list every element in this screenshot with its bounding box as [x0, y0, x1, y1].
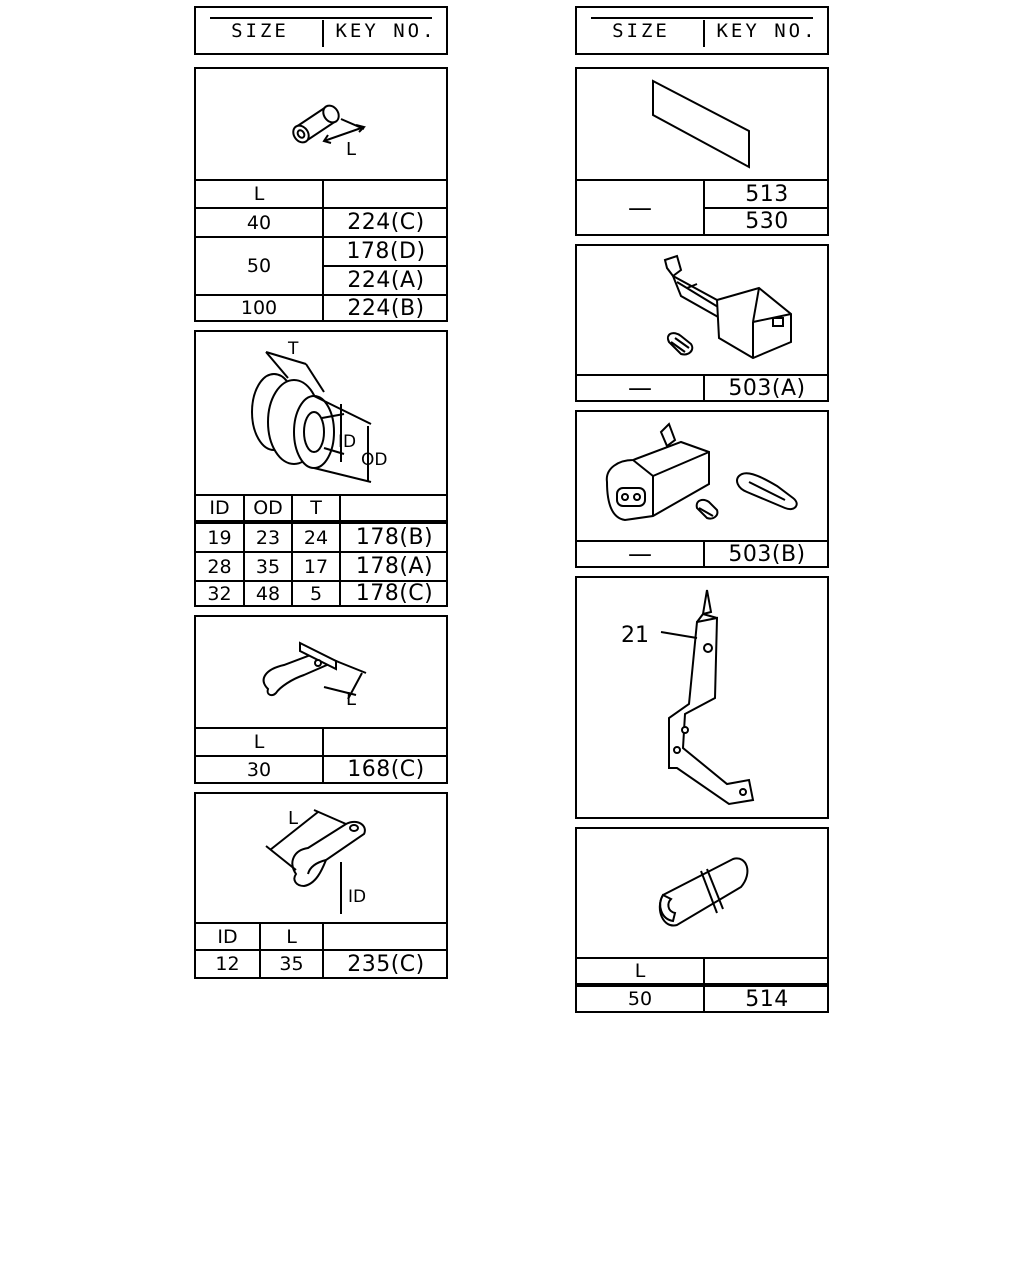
grommet-col-OD: OD	[253, 497, 283, 519]
grommet-row-ID: 19	[207, 526, 232, 549]
panel-protector: L 50 514	[575, 827, 829, 1013]
clip-dim-L: L	[346, 689, 356, 710]
clip-col-L: L	[253, 731, 265, 753]
grommet-row-OD: 35	[255, 555, 281, 578]
spacer-col-L: L	[253, 183, 265, 205]
clamp-dim-ID: ID	[348, 887, 366, 907]
grommet-dim-ID: ID	[338, 432, 356, 452]
grommet-row-OD: 48	[255, 582, 281, 605]
tape-key: 513	[745, 181, 789, 207]
spacer-row-key: 178(D)	[346, 239, 426, 264]
spacer-tube-drawing: L	[292, 104, 366, 160]
clamp-row-key: 235(C)	[347, 951, 425, 977]
clip-row-key: 168(C)	[347, 757, 425, 782]
grommet-col-ID: ID	[209, 497, 230, 519]
header-left: SIZE KEY NO.	[194, 6, 448, 55]
panel-spacer: L L 40 224(C) 50 178(D) 224(A) 100 224(B…	[194, 67, 448, 322]
header-right: SIZE KEY NO.	[575, 6, 829, 55]
spacer-row-L: 50	[246, 255, 272, 277]
grommet-row-ID: 28	[207, 555, 232, 578]
spacer-row-key: 224(B)	[347, 295, 425, 321]
grommet-row-key: 178(B)	[355, 525, 434, 550]
grommet-row-key: 178(A)	[355, 554, 434, 579]
edge-protector-drawing	[658, 857, 749, 927]
key-no-header: KEY NO.	[716, 20, 818, 42]
protector-row-key: 514	[745, 986, 789, 1012]
tape-sheet-drawing	[652, 79, 750, 169]
grommet-drawing: T ID OD	[251, 339, 387, 483]
grommet-row-ID: 32	[207, 582, 232, 605]
protector-row-L: 50	[627, 988, 653, 1010]
spacer-row-L: 40	[246, 211, 272, 234]
grommet-row-T: 5	[309, 582, 323, 605]
panel-clip: L L 30 168(C)	[194, 615, 448, 784]
clamp-col-ID: ID	[217, 925, 238, 948]
spacer-row-L: 100	[240, 297, 278, 319]
grommet-row-key: 178(C)	[355, 581, 434, 606]
connector-a-drawing	[663, 254, 792, 360]
clamp-dim-L: L	[288, 808, 298, 829]
grommet-dim-T: T	[287, 339, 299, 359]
spacer-dim-L: L	[346, 139, 356, 160]
spacer-row-key: 224(C)	[347, 210, 425, 235]
size-header: SIZE	[231, 20, 289, 42]
grommet-row-T: 24	[303, 526, 329, 549]
panel-connector-b: — 503(B)	[575, 410, 829, 568]
spacer-row-key: 224(A)	[347, 268, 425, 293]
grommet-row-OD: 23	[255, 526, 281, 549]
panel-tape: — 513 530	[575, 67, 829, 236]
clamp-col-L: L	[286, 925, 297, 948]
key-no-header: KEY NO.	[335, 20, 437, 42]
connector-b-size: —	[628, 540, 652, 568]
panel-connector-a: — 503(A)	[575, 244, 829, 402]
grommet-dim-OD: OD	[361, 450, 387, 470]
connector-a-key: 503(A)	[728, 375, 806, 401]
grommet-row-T: 17	[303, 555, 329, 578]
connector-b-drawing	[605, 422, 798, 522]
clamp-row-ID: 12	[215, 953, 240, 975]
tape-key: 530	[745, 209, 789, 234]
clip-drawing: L	[262, 641, 367, 710]
panel-bracket: 21	[575, 576, 829, 819]
clamp-row-L: 35	[279, 953, 304, 975]
clamp-drawing: L ID	[265, 808, 366, 914]
grommet-col-T: T	[310, 497, 322, 519]
size-header: SIZE	[612, 20, 670, 42]
bracket-callout: 21	[621, 623, 649, 648]
protector-col-L: L	[634, 960, 646, 982]
clip-row-L: 30	[246, 758, 272, 781]
bracket-drawing: 21	[621, 589, 755, 806]
connector-b-key: 503(B)	[728, 541, 806, 567]
panel-grommet: T ID OD ID OD T 19 23 24 178(B) 28 35 17…	[194, 330, 448, 607]
panel-clamp: L ID ID L 12 35 235(C)	[194, 792, 448, 979]
tape-size: —	[628, 193, 652, 222]
connector-a-size: —	[628, 374, 652, 402]
